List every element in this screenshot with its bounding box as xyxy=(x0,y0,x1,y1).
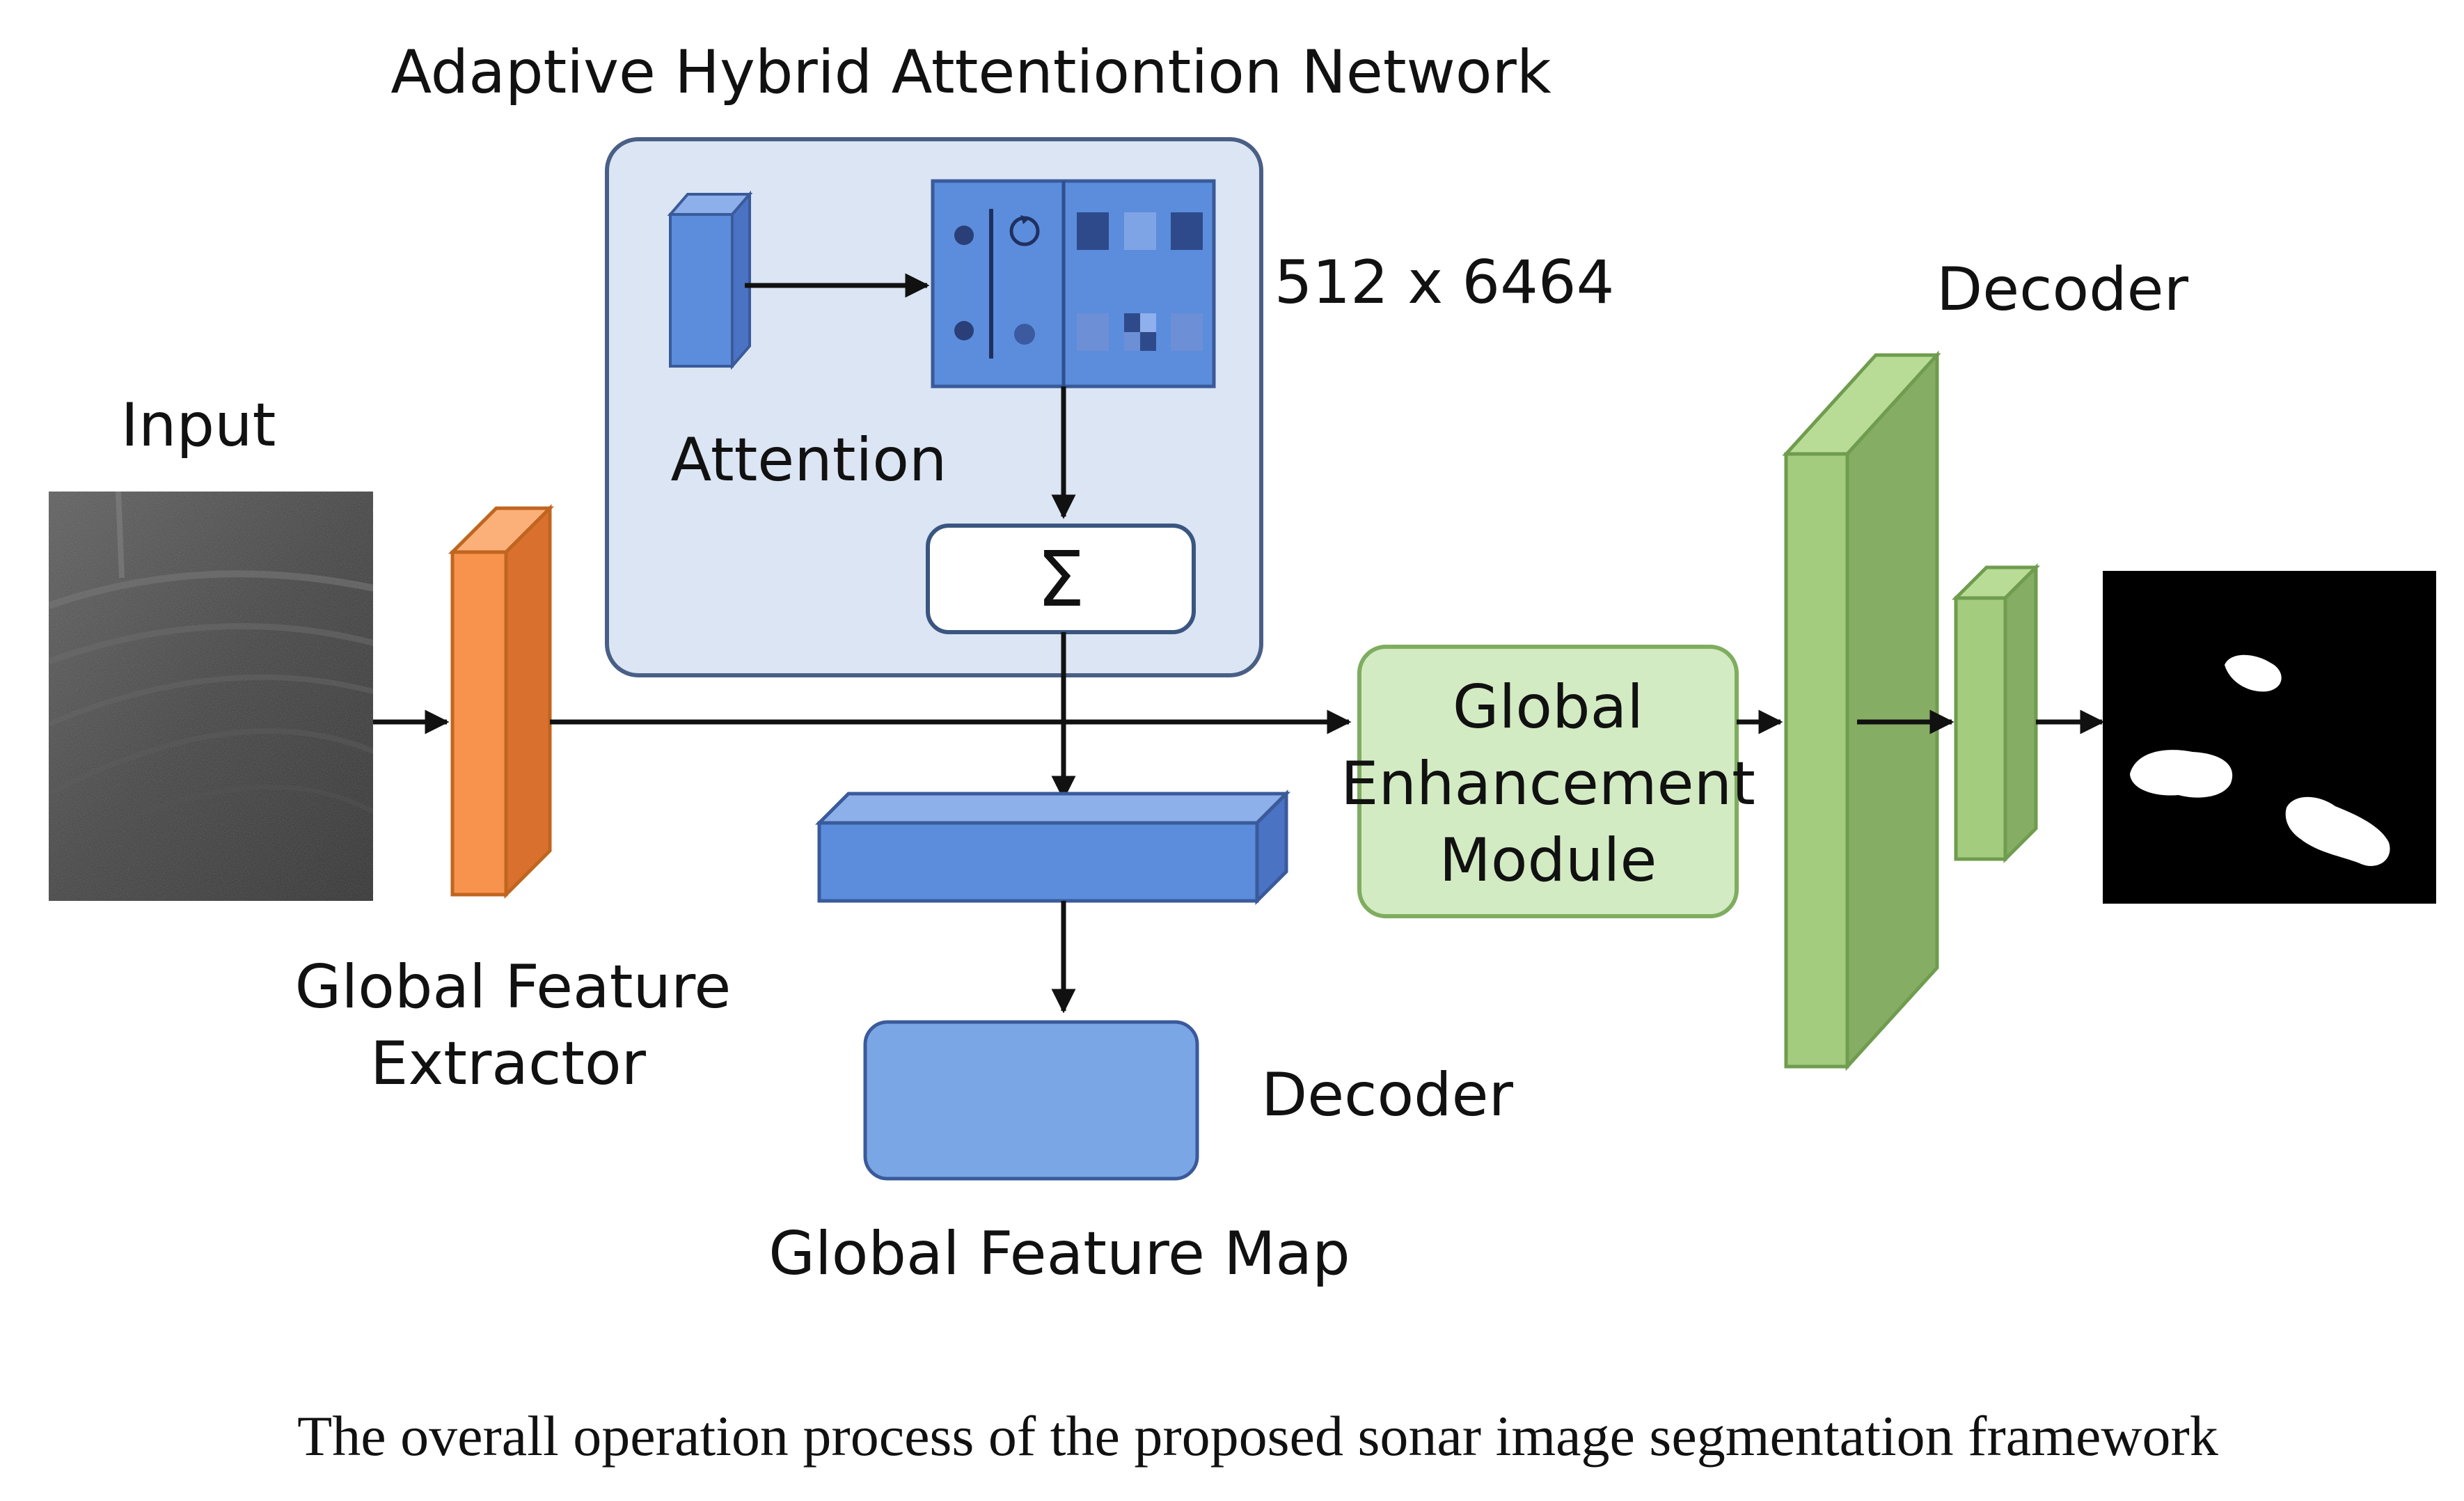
extractor-label-line2: Extractor xyxy=(370,1029,647,1099)
sum-symbol: Σ xyxy=(1036,535,1085,624)
dims-label: 512 x 6464 xyxy=(1274,248,1615,317)
input-label: Input xyxy=(121,391,276,460)
network-title: Adaptive Hybrid Attentiontion Network xyxy=(390,38,1551,107)
global-enhancement-module xyxy=(1357,645,1739,918)
decoder-large-block xyxy=(1782,350,1941,1071)
attention-label: Attention xyxy=(671,425,947,495)
attention-map xyxy=(931,179,1216,388)
figure-caption: The overall operation process of the pro… xyxy=(297,1404,2218,1468)
gem-label-line3: Module xyxy=(1439,826,1657,895)
global-feature-map-box xyxy=(863,1020,1199,1181)
decoder-small-block xyxy=(1951,563,2041,864)
segmentation-output-image xyxy=(2103,571,2436,904)
decoder-label-top: Decoder xyxy=(1936,255,2189,324)
gem-label-line1: Global xyxy=(1453,673,1643,742)
extractor-label-line1: Global Feature xyxy=(295,952,732,1022)
global-feature-extractor-block xyxy=(448,503,555,899)
attention-input-block xyxy=(667,190,753,370)
feature-bar xyxy=(814,789,1291,906)
sonar-input-image xyxy=(49,492,373,901)
gem-label-line2: Enhancement xyxy=(1341,749,1755,819)
feature-map-label: Global Feature Map xyxy=(768,1219,1350,1289)
decoder-label-bottom: Decoder xyxy=(1261,1060,1514,1130)
sum-box xyxy=(926,524,1196,634)
